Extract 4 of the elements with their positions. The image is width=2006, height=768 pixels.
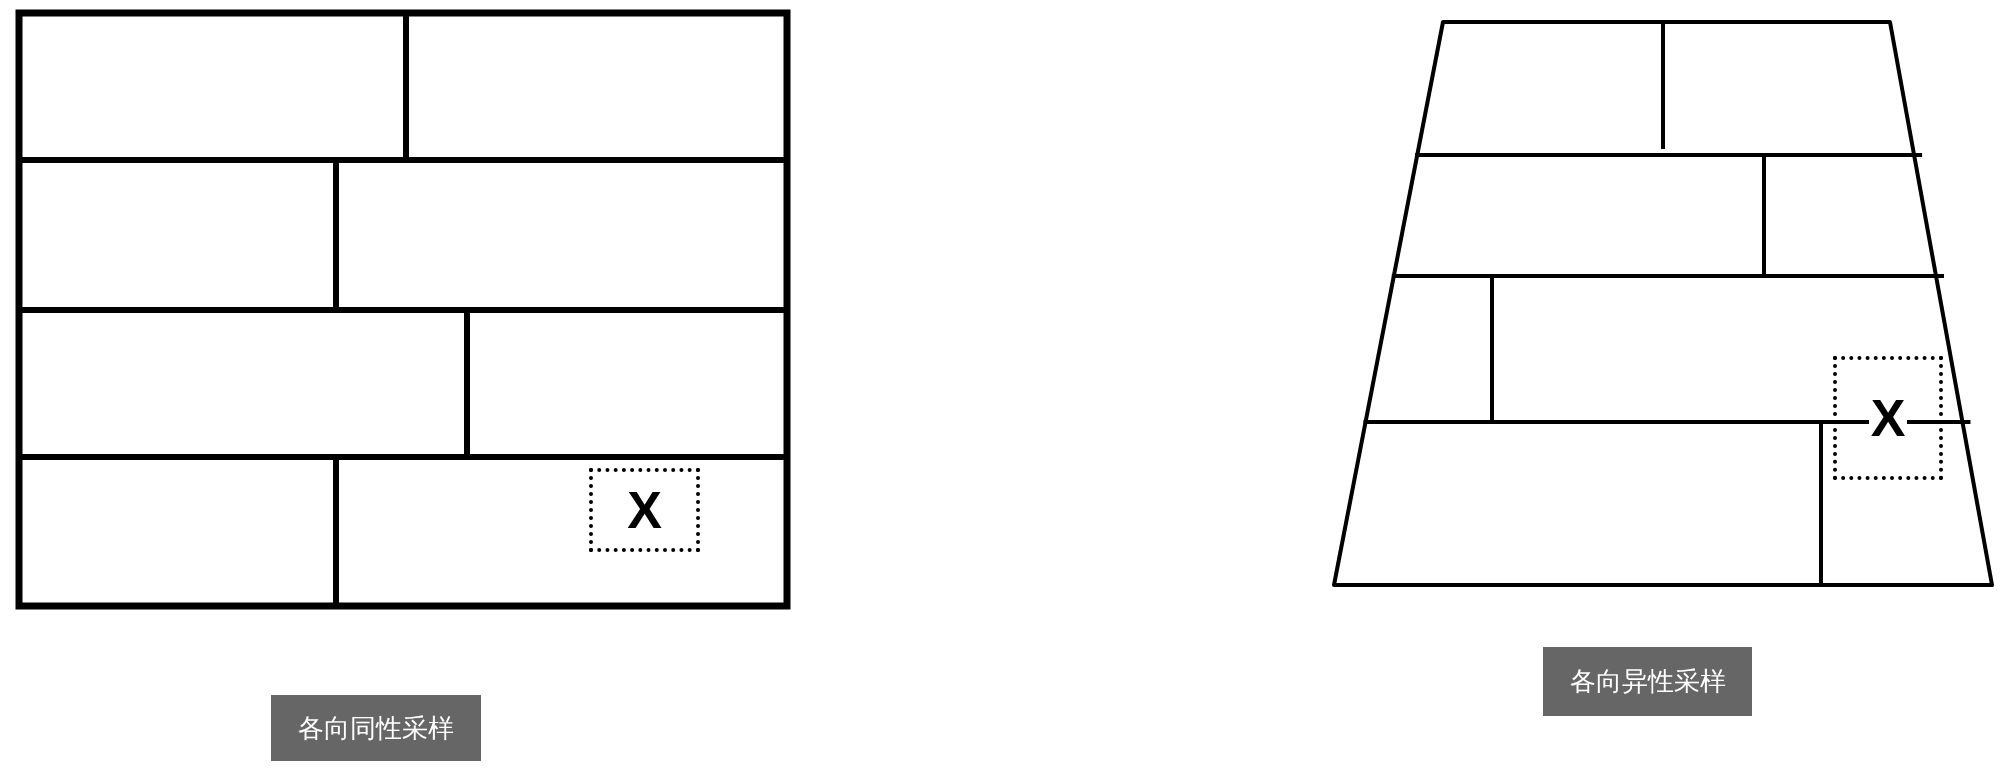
dotted-sample-window [589,468,700,552]
caption-label: 各向同性采样 [271,695,481,761]
dotted-sample-window [1833,356,1943,480]
caption-label: 各向异性采样 [1543,647,1752,716]
